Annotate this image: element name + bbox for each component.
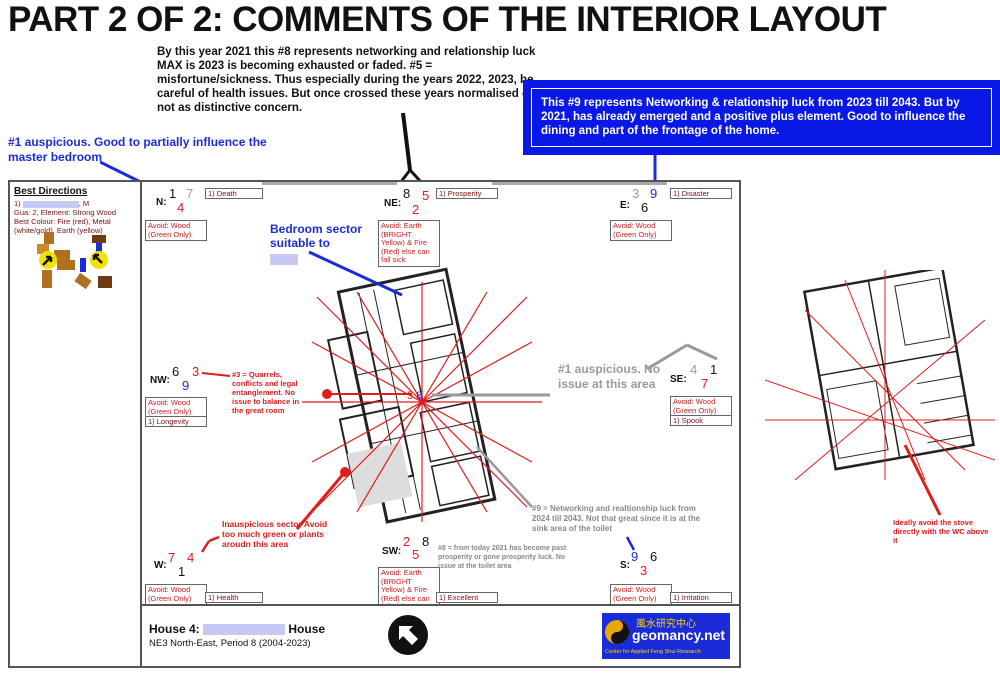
redacted-bedroom [270, 254, 298, 265]
sector-sw-star-c: 5 [412, 547, 420, 562]
top-divider-right [492, 182, 667, 185]
sector-ne-tag: 1) Prosperity [436, 188, 498, 199]
yin-yang-icon [605, 620, 629, 644]
geomancy-logo: 風水研究中心 geomancy.net Center for Applied F… [602, 613, 730, 659]
sector-w-tag: 1) Health [205, 592, 263, 603]
logo-chinese: 風水研究中心 [636, 619, 696, 630]
sector-n-avoid: Avoid: Wood (Green Only) [145, 220, 207, 241]
sector-sw-tag: 1) Excellent [436, 592, 498, 603]
sector-e-avoid: Avoid: Wood (Green Only) [610, 220, 672, 241]
center-star-5: 5 [407, 390, 414, 402]
sector-e-star-c: 6 [641, 200, 649, 215]
sector-nw-avoid: Avoid: Wood (Green Only) [145, 397, 207, 418]
sector-nw-star-b: 3 [192, 364, 200, 379]
sector-n-tag: 1) Death [205, 188, 263, 199]
note-number-8-and-5: By this year 2021 this #8 represents net… [157, 46, 536, 114]
sector-s-avoid: Avoid: Wood (Green Only) [610, 584, 672, 605]
sector-e-tag: 1) Disaster [670, 188, 732, 199]
se-note: #1 auspicious. No issue at this area [558, 362, 661, 391]
pointer-line-se [432, 343, 718, 397]
sector-s-star-a: 9 [631, 549, 639, 564]
gua-element: Gua: 2, Element: Strong Wood [14, 208, 117, 217]
page-title: PART 2 OF 2: COMMENTS OF THE INTERIOR LA… [8, 0, 887, 39]
bedroom-note: Bedroom sector suitable to [270, 222, 363, 250]
number-9-callout: This #9 represents Networking & relation… [523, 80, 1000, 155]
number-9-note: This #9 represents Networking & relation… [541, 97, 966, 137]
pointer-arrow-ne [398, 112, 424, 185]
center-star-8: 8 [416, 390, 423, 402]
sector-nw-tag: 1) Longevity [145, 416, 207, 427]
sector-se-label: SE: [670, 374, 687, 385]
sector-w-avoid: Avoid: Wood (Green Only) [145, 584, 207, 605]
floor-plan-drawing [326, 267, 497, 524]
sector-lines [302, 282, 542, 522]
pointer-line-stove [903, 444, 942, 516]
sector-s-star-c: 3 [640, 563, 648, 578]
pointer-line-w [200, 467, 350, 553]
right-floor-plan-drawing [765, 270, 995, 480]
house-suffix: House [288, 622, 326, 636]
sector-s-label: S: [620, 560, 630, 571]
sector-sw-label: SW: [382, 546, 402, 557]
house-facing: NE3 North-East, Period 8 (2004-2023) [149, 638, 311, 649]
pointer-line-bedroom [308, 250, 403, 297]
sector-e-label: E: [620, 200, 630, 211]
main-diagram-panel: 5 8 Bedroom sector suitable to N: 1 7 4 … [140, 180, 741, 614]
sector-ne-avoid: Avoid: Earth (BRIGHT Yellow) & Fire (Red… [378, 220, 440, 267]
s-note: #9 = Networking and realtionship luck fr… [532, 504, 701, 533]
sector-nw-label: NW: [150, 375, 170, 386]
sector-nw-star-a: 6 [172, 364, 180, 379]
logo-name: geomancy.net [632, 627, 726, 643]
sector-sw-star-b: 8 [422, 534, 430, 549]
sector-se-tag: 1) Spook [670, 415, 732, 426]
sector-w-star-a: 7 [168, 550, 176, 565]
top-divider-left [262, 182, 397, 185]
pointer-line-s [476, 446, 636, 551]
sector-se-star-a: 4 [690, 362, 698, 377]
direction-arrows-icon [37, 232, 112, 290]
sector-w-star-b: 4 [187, 550, 195, 565]
sector-sw-star-a: 2 [403, 534, 411, 549]
logo-subtitle: Center for Applied Feng Shui Research [605, 649, 701, 655]
best-colour: Best Colour: Fire (red), Metal (white/go… [14, 217, 111, 235]
pointer-line-nw-center [322, 389, 412, 399]
sector-n-star-c: 4 [177, 200, 185, 215]
note-number-1-master-bedroom: #1 auspicious. Good to partially influen… [8, 135, 267, 164]
sector-nw-star-c: 9 [182, 378, 190, 393]
best-directions-panel: Best Directions 1) , M Gua: 2, Element: … [8, 180, 143, 668]
sector-n-star-b: 7 [186, 186, 194, 201]
gender-label: , M [78, 199, 90, 208]
w-note: Inauspicious sector Avoid too much green… [222, 519, 328, 549]
redacted-name [22, 200, 79, 208]
sector-n-label: N: [156, 197, 167, 208]
sw-note: #8 = from today 2021 has become past pro… [438, 545, 567, 570]
house-prefix: House 4: [149, 622, 200, 636]
sector-e-star-b: 9 [650, 186, 658, 201]
sector-w-star-c: 1 [178, 564, 186, 579]
stove-note: Ideally avoid the stove directly with th… [893, 518, 989, 545]
sector-ne-star-b: 5 [422, 188, 430, 203]
center-stars: 5 8 [407, 390, 422, 402]
sector-ne-star-a: 8 [403, 186, 411, 201]
house-info-panel: House 4: House NE3 North-East, Period 8 … [140, 604, 741, 668]
best-directions-index: 1) [14, 199, 21, 208]
sector-ne-label: NE: [384, 198, 402, 209]
facing-arrow-icon [388, 615, 428, 655]
best-directions-title: Best Directions [14, 186, 88, 197]
sector-s-star-b: 6 [650, 549, 658, 564]
sector-w-label: W: [154, 560, 167, 571]
sector-se-star-c: 7 [701, 376, 709, 391]
nw-note: #3 = Quarrels, conflicts and legal entan… [232, 370, 300, 415]
pointer-line-nw [202, 372, 231, 377]
redacted-house [203, 624, 286, 636]
sector-ne-star-c: 2 [412, 202, 420, 217]
sector-n-star-a: 1 [169, 186, 177, 201]
sector-s-tag: 1) Irritation [670, 592, 732, 603]
sector-se-star-b: 1 [710, 362, 718, 377]
sector-e-star-a: 3 [632, 186, 640, 201]
